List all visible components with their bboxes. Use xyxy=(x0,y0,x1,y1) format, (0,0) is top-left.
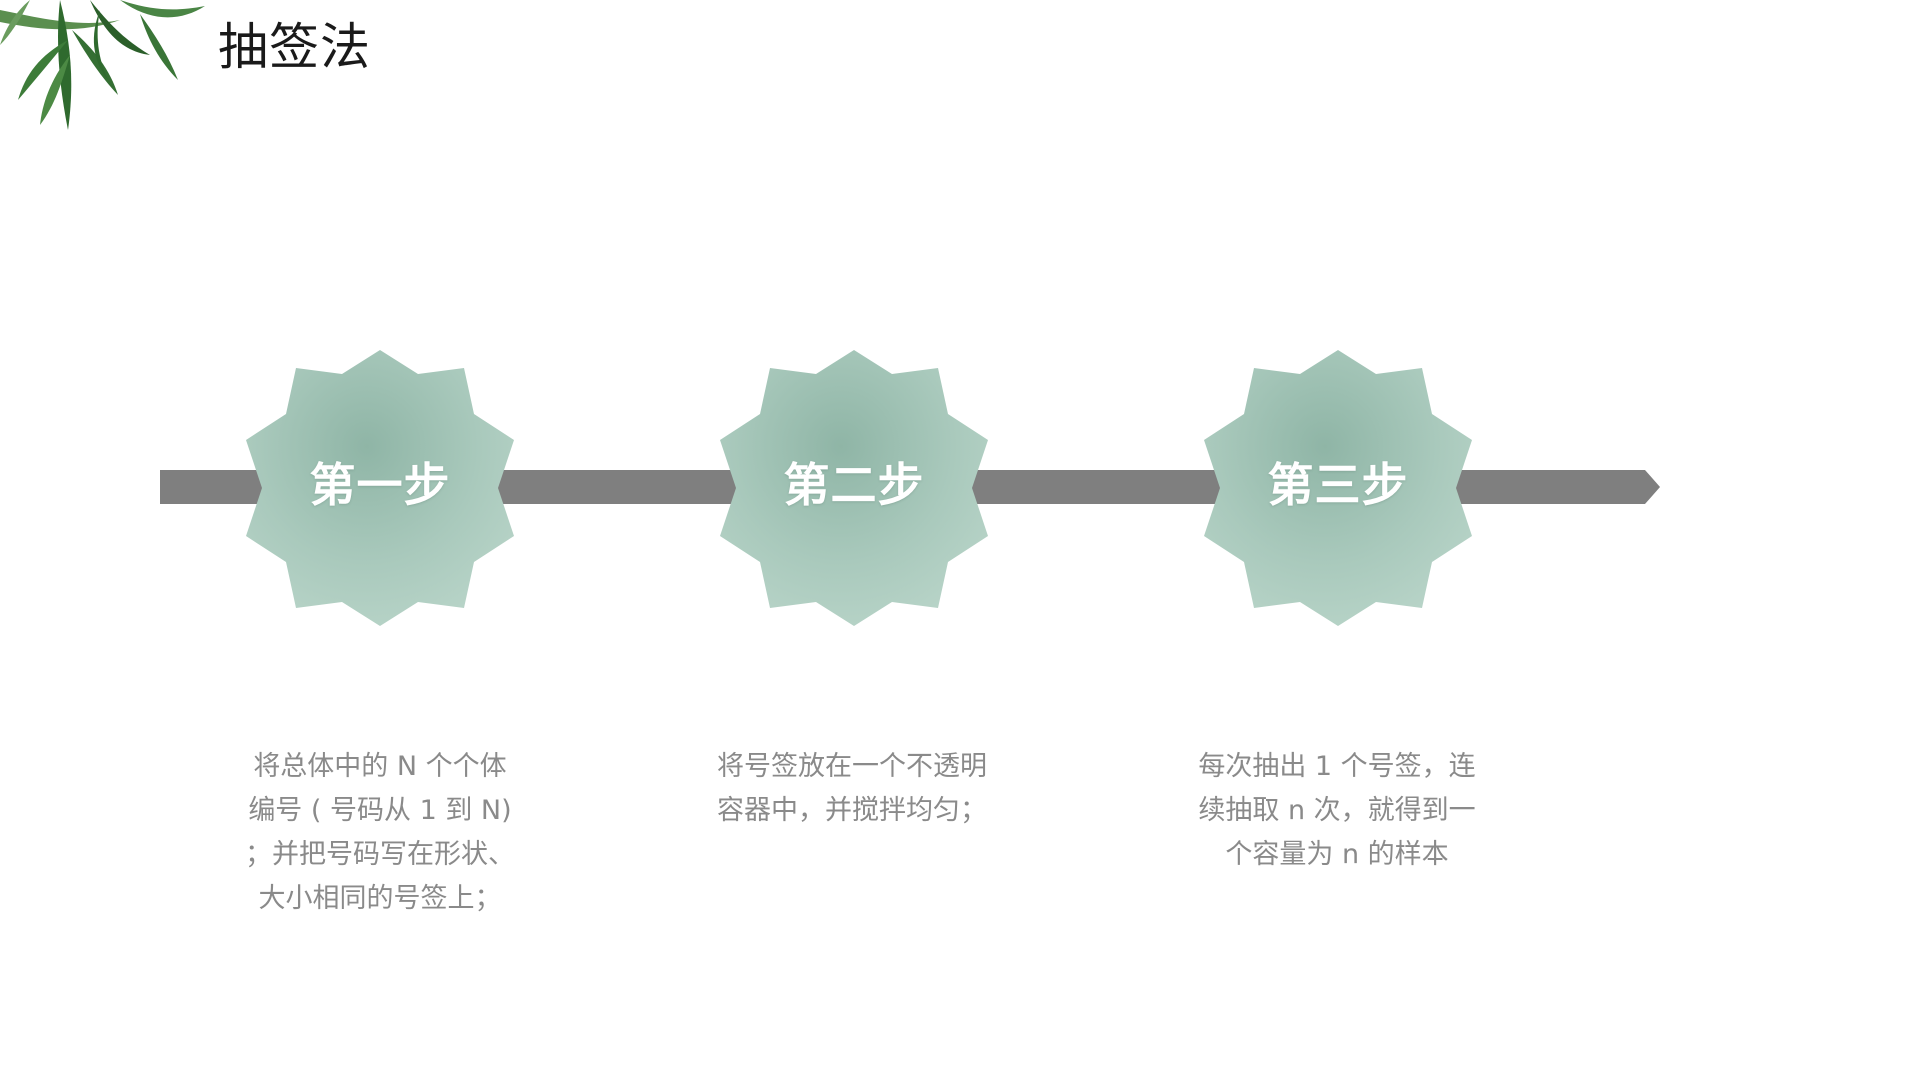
step-1: 第一步 xyxy=(242,350,518,626)
leaf-branch-icon xyxy=(0,0,205,130)
step-badge-shape xyxy=(720,350,988,626)
slide-title: 抽签法 xyxy=(218,18,371,76)
step-badge-shape xyxy=(1204,350,1472,626)
step-label: 第二步 xyxy=(783,458,925,512)
step-2: 第二步 xyxy=(716,350,992,626)
step-badge-shape xyxy=(246,350,514,626)
step-2-description: 将号签放在一个不透明容器中，并搅拌均匀； xyxy=(717,751,987,826)
step-label: 第三步 xyxy=(1267,458,1409,512)
step-1-description: 将总体中的 N 个个体编号 ( 号码从 1 到 N) ；并把号码写在形状、大小相… xyxy=(245,751,515,914)
step-3: 第三步 xyxy=(1200,350,1476,626)
step-label: 第一步 xyxy=(309,458,451,512)
step-3-description: 每次抽出 1 个号签，连续抽取 n 次，就得到一个容量为 n 的样本 xyxy=(1198,751,1476,870)
